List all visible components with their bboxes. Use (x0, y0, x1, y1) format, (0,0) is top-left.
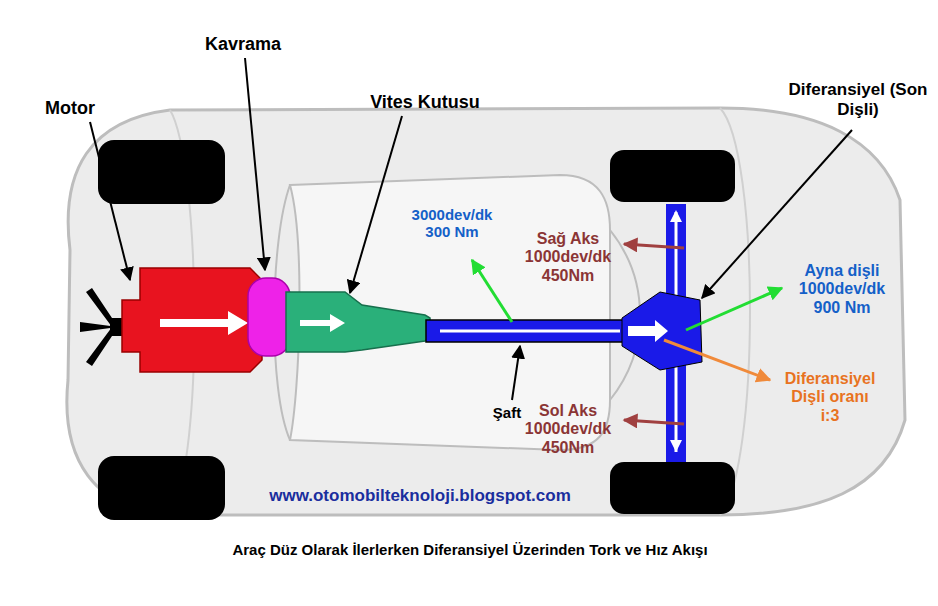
flow-arrow (628, 320, 668, 342)
flow-arrow (160, 311, 248, 335)
wheel (610, 150, 735, 202)
leader-arrow (245, 58, 265, 270)
leader-arrow (350, 116, 402, 293)
flow-arrow (624, 244, 684, 248)
axle-core (675, 212, 678, 300)
shaft-core (440, 330, 620, 333)
fan-hub (110, 318, 122, 336)
gear-ratio: Diferansiyel Dişli oranı i:3 (780, 370, 880, 425)
differential (622, 292, 702, 370)
wheel (98, 456, 225, 520)
flow-arrow (624, 420, 684, 424)
speed-torque: Sol Aks 1000dev/dk 450Nm (518, 402, 618, 457)
part-name: Şaft (477, 404, 537, 421)
caption: Araç Düz Olarak İlerlerken Diferansiyel … (60, 541, 880, 558)
engine-block (122, 268, 262, 372)
part-name: Motor (15, 98, 125, 119)
leader-arrow (90, 122, 130, 280)
speed-torque: 3000dev/dk 300 Nm (406, 206, 498, 241)
clutch (248, 278, 290, 356)
gearbox (286, 292, 430, 352)
flow-arrow (472, 260, 512, 322)
part-name: Vites Kutusu (350, 92, 500, 113)
part-name: Diferansiyel (Son Dişli) (788, 80, 928, 119)
speed-torque: Ayna dişli 1000dev/dk 900 Nm (787, 262, 897, 317)
axle-core (675, 362, 678, 452)
speed-torque: Sağ Aks 1000dev/dk 450Nm (518, 230, 618, 285)
watermark: www.otomobilteknoloji.blogspot.com (210, 486, 630, 506)
leader-arrow (512, 346, 520, 400)
wheel (98, 140, 225, 204)
flow-arrow (686, 288, 782, 330)
hood-lines (170, 108, 750, 515)
flow-arrow (664, 340, 770, 380)
wheel (610, 462, 735, 514)
flow-arrow (300, 314, 345, 332)
car-body (67, 108, 905, 515)
drive-shaft (426, 320, 632, 342)
part-name: Kavrama (183, 34, 303, 55)
